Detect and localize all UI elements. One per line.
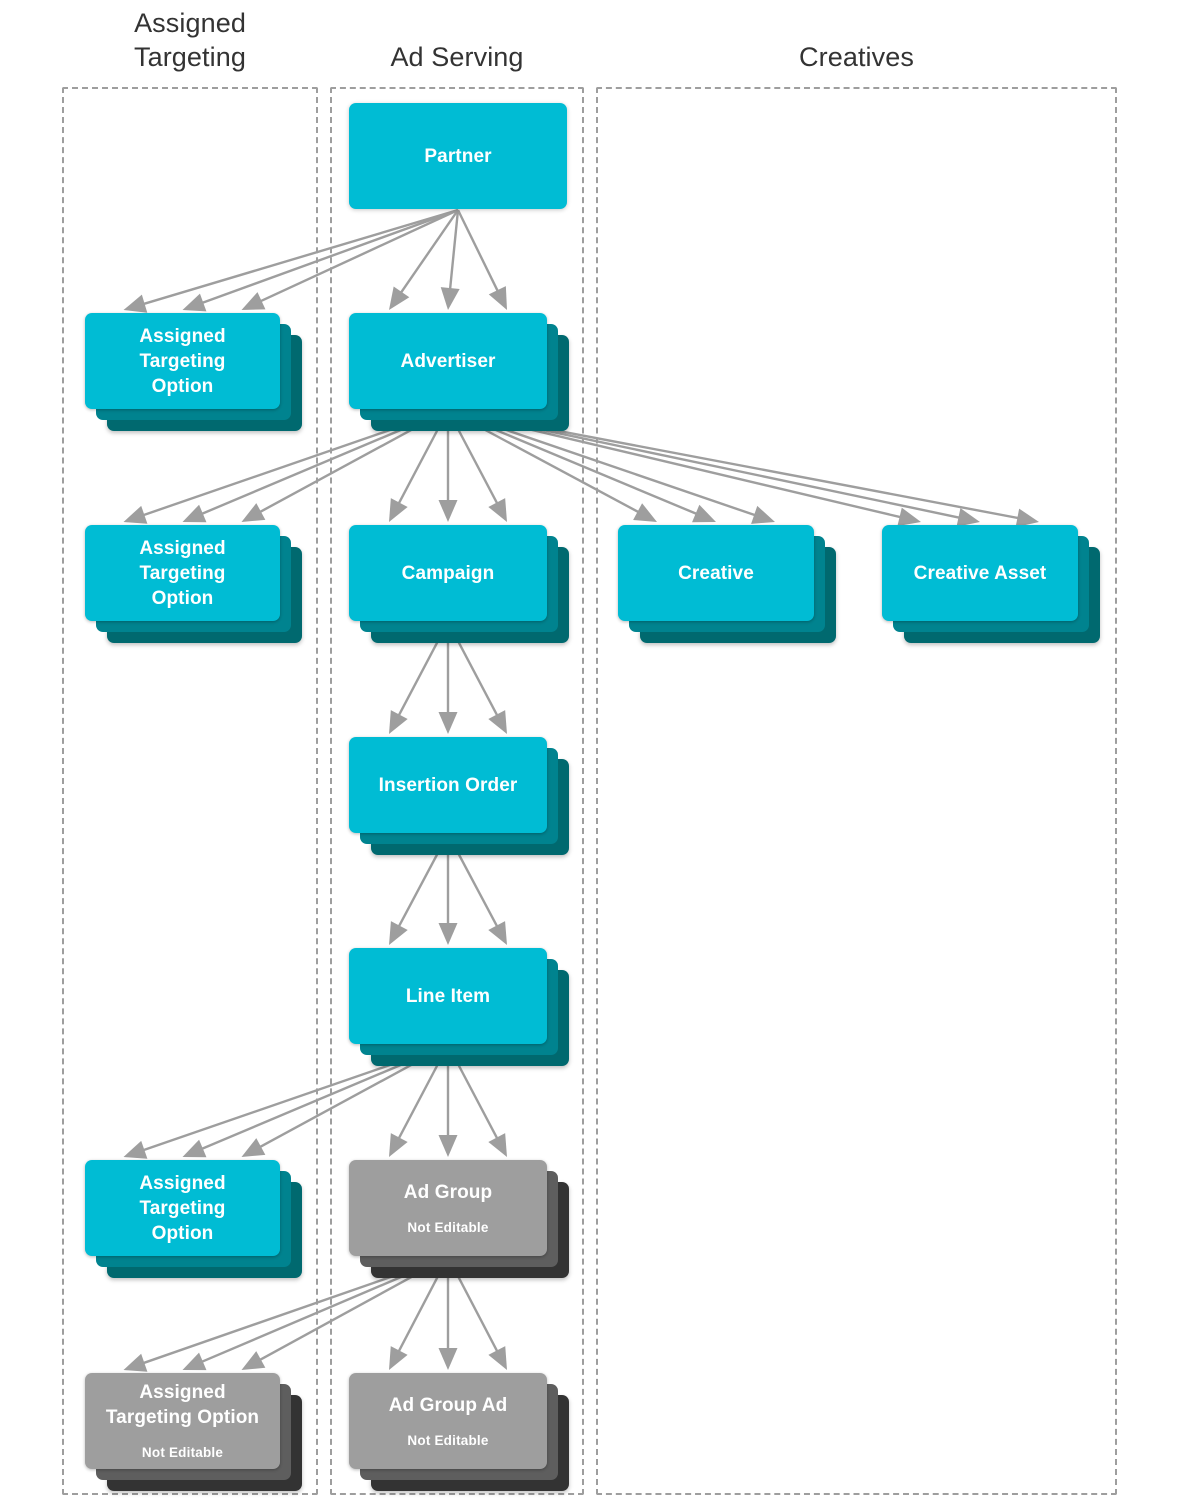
node-title: Ad Group Ad bbox=[388, 1394, 508, 1416]
node-creative[interactable]: Creative bbox=[618, 525, 836, 643]
card-front-layer[interactable]: Ad Group Ad Not Editable bbox=[349, 1373, 547, 1469]
node-assigned-targeting-option-line-item[interactable]: Assigned Targeting Option bbox=[85, 1160, 302, 1278]
node-line-item[interactable]: Line Item bbox=[349, 948, 569, 1066]
group-box-ad-serving bbox=[330, 87, 584, 1495]
node-title: Ad Group bbox=[403, 1181, 493, 1203]
group-box-assigned-targeting bbox=[62, 87, 318, 1495]
column-header-creatives: Creatives bbox=[799, 42, 914, 72]
card-front-layer[interactable]: Line Item bbox=[349, 948, 547, 1044]
node-assigned-targeting-option-partner[interactable]: Assigned Targeting Option bbox=[85, 313, 302, 431]
node-title: Assigned Targeting Option bbox=[105, 1382, 260, 1428]
node-insertion-order[interactable]: Insertion Order bbox=[349, 737, 569, 855]
node-editability-label: Not Editable bbox=[407, 1432, 489, 1448]
card-front-layer[interactable]: Creative bbox=[618, 525, 814, 621]
node-editability-label: Not Editable bbox=[407, 1219, 489, 1235]
node-title: Creative bbox=[678, 562, 754, 584]
node-title: Insertion Order bbox=[378, 774, 518, 796]
node-title: Line Item bbox=[405, 985, 491, 1007]
node-title: Creative Asset bbox=[913, 562, 1047, 584]
group-box-creatives bbox=[596, 87, 1117, 1495]
node-creative-asset[interactable]: Creative Asset bbox=[882, 525, 1100, 643]
card-front-layer[interactable]: Assigned Targeting Option bbox=[85, 525, 280, 621]
column-header-ad-serving: Ad Serving bbox=[390, 42, 524, 72]
node-advertiser[interactable]: Advertiser bbox=[349, 313, 569, 431]
card-front-layer[interactable]: Assigned Targeting Option bbox=[85, 1160, 280, 1256]
node-title: Partner bbox=[424, 145, 492, 167]
card-front-layer[interactable]: Campaign bbox=[349, 525, 547, 621]
node-title: Campaign bbox=[401, 562, 495, 584]
card-front-layer[interactable]: Advertiser bbox=[349, 313, 547, 409]
node-editability-label: Not Editable bbox=[141, 1445, 224, 1460]
card-front-layer[interactable]: Insertion Order bbox=[349, 737, 547, 833]
node-campaign[interactable]: Campaign bbox=[349, 525, 569, 643]
node-title: Advertiser bbox=[400, 350, 496, 372]
node-title: Assigned Targeting Option bbox=[139, 537, 226, 609]
node-ad-group-ad[interactable]: Ad Group Ad Not Editable bbox=[349, 1373, 569, 1491]
card-front-layer[interactable]: Creative Asset bbox=[882, 525, 1078, 621]
node-title: Assigned Targeting Option bbox=[139, 325, 226, 397]
card-front-layer[interactable]: Assigned Targeting Option bbox=[85, 313, 280, 409]
column-header-assigned-targeting: Assigned Targeting bbox=[134, 8, 246, 72]
card-front-layer[interactable]: Partner bbox=[349, 103, 567, 209]
node-partner[interactable]: Partner bbox=[349, 103, 567, 209]
node-assigned-targeting-option-advertiser[interactable]: Assigned Targeting Option bbox=[85, 525, 302, 643]
node-title: Assigned Targeting Option bbox=[139, 1172, 226, 1244]
